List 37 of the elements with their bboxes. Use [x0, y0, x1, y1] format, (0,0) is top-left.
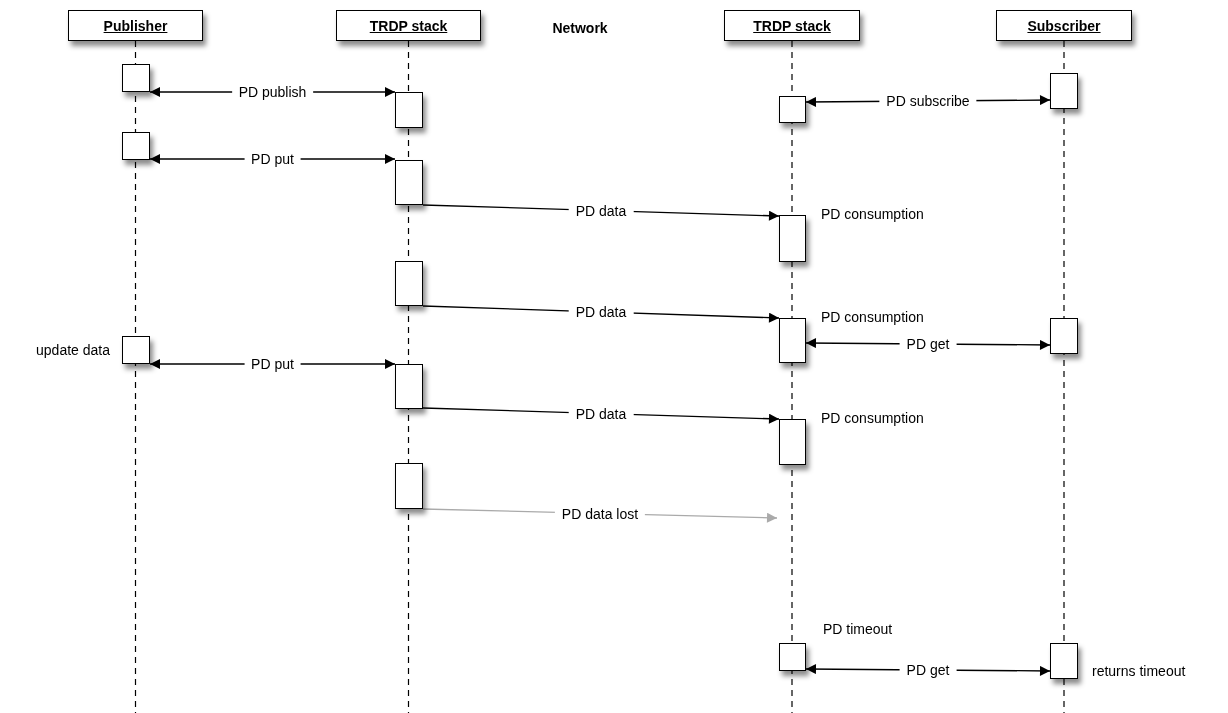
- activation-box: [1050, 73, 1078, 109]
- edge-label: PD put: [244, 356, 301, 372]
- edge-label: PD get: [899, 336, 957, 352]
- lifeline-header: Subscriber: [996, 10, 1132, 41]
- edge-label: PD data: [568, 202, 634, 219]
- activation-box: [395, 92, 423, 128]
- lifeline-header: Publisher: [68, 10, 203, 41]
- annotation-text: PD consumption: [821, 206, 924, 222]
- activation-box: [395, 364, 423, 409]
- lifeline-header: TRDP stack: [336, 10, 481, 41]
- edge-label: PD put: [244, 151, 301, 167]
- activation-box: [395, 160, 423, 205]
- edge-label: PD data: [568, 304, 634, 320]
- activation-box: [122, 132, 150, 160]
- edge-label: PD data lost: [554, 505, 646, 522]
- annotation-text: PD timeout: [823, 621, 893, 637]
- lifeline-header: TRDP stack: [724, 10, 860, 41]
- activation-box: [779, 318, 806, 363]
- activation-box: [779, 643, 806, 671]
- activation-box: [122, 336, 150, 364]
- edge-label: PD subscribe: [879, 93, 977, 109]
- activation-box: [122, 64, 150, 92]
- edge-label: PD publish: [231, 84, 314, 100]
- annotation-text: PD consumption: [821, 309, 924, 325]
- activation-box: [1050, 318, 1078, 354]
- activation-box: [779, 419, 806, 465]
- activation-box: [395, 463, 423, 509]
- annotation-text: PD consumption: [821, 410, 924, 426]
- activation-box: [779, 96, 806, 123]
- swimlane-label: Network: [552, 20, 608, 36]
- annotation-text: returns timeout: [1092, 663, 1186, 679]
- activation-box: [1050, 643, 1078, 679]
- activation-box: [779, 215, 806, 262]
- activation-box: [395, 261, 423, 306]
- edge-label: PD get: [899, 662, 957, 678]
- annotation-text: update data: [36, 342, 110, 358]
- edge-label: PD data: [568, 405, 634, 422]
